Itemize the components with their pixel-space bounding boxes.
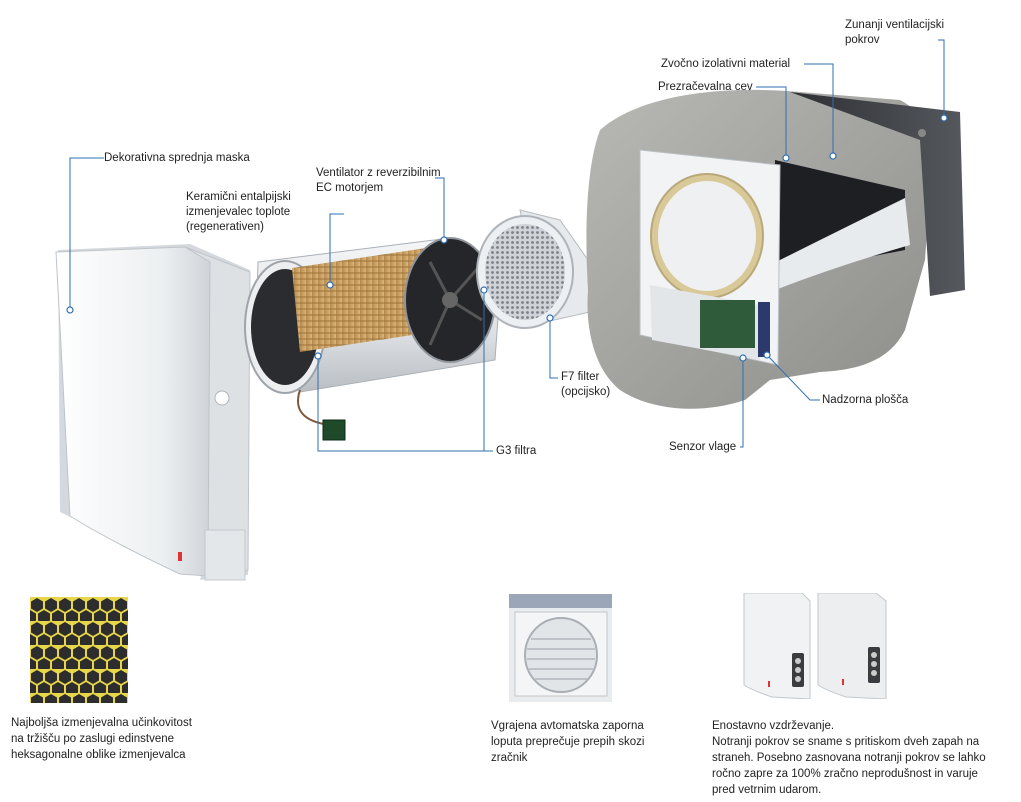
label-front-mask: Dekorativna sprednja maska [104,152,250,164]
f7-filter-drawing [476,209,596,329]
honeycomb-thumbnail [30,597,128,703]
label-sound-insulation: Zvočno izolativni material [661,58,791,70]
label-f7-filter: F7 filter (opcijsko) [561,371,611,398]
label-g3-filters: G3 filtra [496,445,537,457]
label-air-duct: Prezračevalna cev [658,81,753,93]
label-humidity-sensor: Senzor vlage [669,441,737,453]
feature-caption-honeycomb: Najboljša izmenjevalna učinkovitost na t… [11,717,192,761]
label-ceramic-exchanger: Keramični entalpijski izmenjevalec toplo… [186,191,291,233]
label-outer-cover: Zunanji ventilacijski pokrov [845,19,945,46]
label-control-board: Nadzorna plošča [822,394,909,406]
shutter-thumbnail [509,594,612,702]
feature-caption-shutter: Vgrajena avtomatska zaporna loputa prepr… [491,720,645,764]
feature-caption-maintenance: Enostavno vzdrževanje. Notranji pokrov s… [712,720,986,796]
inner-cover-thumbnail [743,593,887,699]
wall-sleeve-drawing [586,89,965,409]
front-mask-drawing [55,244,251,581]
label-fan: Ventilator z reverzibilnim EC motorjem [316,167,441,194]
